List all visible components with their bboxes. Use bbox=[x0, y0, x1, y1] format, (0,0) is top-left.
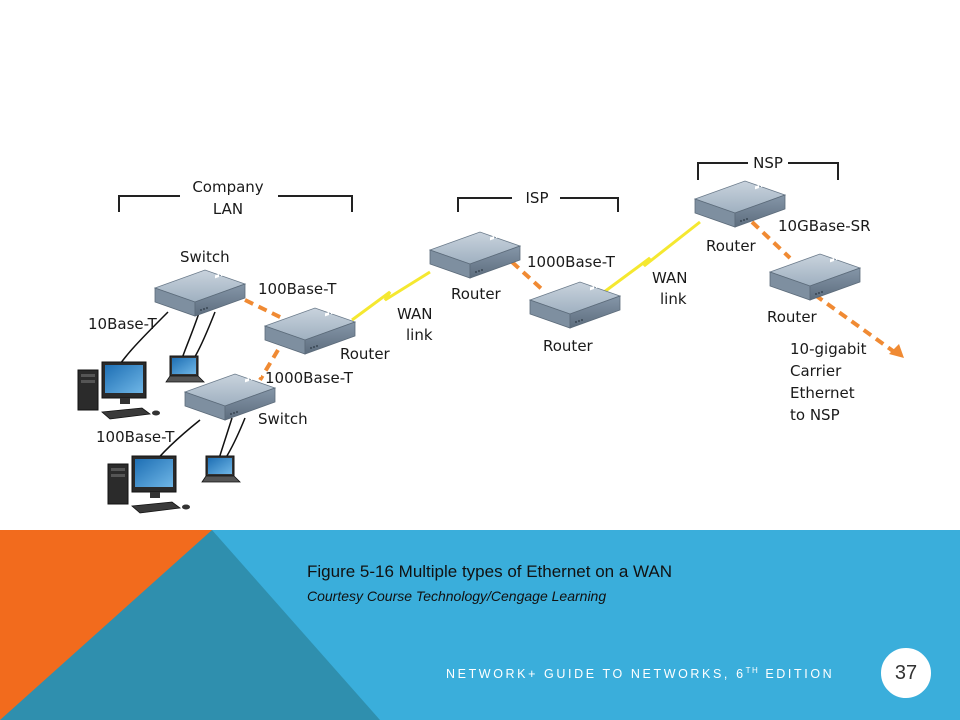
desktop-computer-top bbox=[77, 361, 161, 420]
label-carrier-line4: to NSP bbox=[790, 406, 840, 424]
router-nsp-1 bbox=[694, 177, 786, 228]
label-wan-link-2-line2: link bbox=[660, 290, 687, 308]
desktop-computer-bottom bbox=[107, 455, 191, 514]
figure-caption: Figure 5-16 Multiple types of Ethernet o… bbox=[307, 562, 673, 581]
group-label-nsp: NSP bbox=[753, 154, 783, 172]
book-title: NETWORK+ GUIDE TO NETWORKS, 6TH EDITION bbox=[446, 666, 835, 682]
label-router-lan: Router bbox=[340, 345, 391, 363]
label-router-nsp-1: Router bbox=[706, 237, 757, 255]
network-diagram: Company LAN ISP NSP Switch Switch Router… bbox=[77, 154, 904, 514]
footer-background bbox=[0, 530, 960, 720]
carrier-arrowhead bbox=[889, 344, 904, 358]
label-carrier-line3: Ethernet bbox=[790, 384, 855, 402]
group-label-isp: ISP bbox=[526, 189, 549, 207]
router-isp-2 bbox=[529, 278, 621, 329]
bracket-company-lan bbox=[118, 195, 353, 212]
label-router-isp-1: Router bbox=[451, 285, 502, 303]
router-isp-1 bbox=[429, 228, 521, 279]
ethernet-links bbox=[244, 220, 902, 382]
label-1000base-t-lan: 1000Base-T bbox=[265, 369, 354, 387]
label-router-nsp-2: Router bbox=[767, 308, 818, 326]
laptop-top bbox=[165, 355, 205, 383]
label-wan-link-1-line1: WAN bbox=[397, 305, 433, 323]
label-100base-t-bottom: 100Base-T bbox=[96, 428, 175, 446]
laptop-bottom bbox=[201, 455, 241, 483]
router-nsp-2 bbox=[769, 250, 861, 301]
label-router-isp-2: Router bbox=[543, 337, 594, 355]
label-100base-t-top: 100Base-T bbox=[258, 280, 337, 298]
slide-footer bbox=[0, 530, 960, 720]
group-label-company: Company bbox=[192, 178, 263, 196]
figure-credit: Courtesy Course Technology/Cengage Learn… bbox=[307, 588, 607, 604]
bracket-nsp bbox=[697, 162, 839, 180]
label-carrier-line1: 10-gigabit bbox=[790, 340, 867, 358]
page-number: 37 bbox=[881, 648, 931, 698]
label-1000base-t-isp: 1000Base-T bbox=[527, 253, 616, 271]
group-label-lan: LAN bbox=[213, 200, 243, 218]
wan-links bbox=[351, 220, 701, 322]
label-carrier-line2: Carrier bbox=[790, 362, 842, 380]
label-wan-link-2-line1: WAN bbox=[652, 269, 688, 287]
switch-top bbox=[154, 266, 246, 317]
bracket-isp bbox=[457, 197, 619, 212]
label-wan-link-1-line2: link bbox=[406, 326, 433, 344]
label-10gbase-sr: 10GBase-SR bbox=[778, 217, 871, 235]
label-switch-top: Switch bbox=[180, 248, 230, 266]
label-switch-bottom: Switch bbox=[258, 410, 308, 428]
label-10base-t: 10Base-T bbox=[88, 315, 158, 333]
